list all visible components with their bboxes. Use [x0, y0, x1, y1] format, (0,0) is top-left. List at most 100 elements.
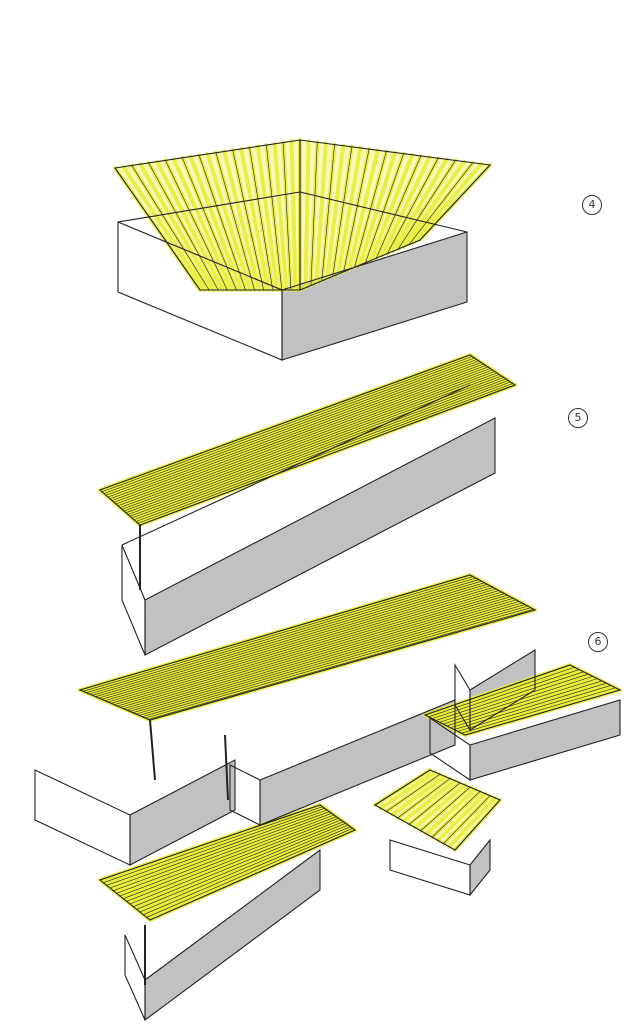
ink-linework	[34, 139, 622, 1022]
roof-4-left-batten	[148, 162, 219, 291]
roof-6-main-batten	[139, 604, 525, 716]
sketch-number-5: 5	[568, 408, 588, 428]
roof-6-front-batten	[146, 828, 353, 918]
roof-5-batten	[113, 365, 486, 503]
roof-4-left-batten	[215, 152, 255, 291]
roof-4-right-batten	[376, 155, 422, 259]
box-6b-right-wall-outline	[259, 699, 456, 826]
roof-4-right-batten	[354, 151, 387, 268]
roof-4-left-batten	[282, 142, 292, 291]
roof-4-right-stroke	[314, 141, 328, 286]
roof-6-pergola-batten	[409, 782, 461, 825]
roof-6-right-batten	[435, 671, 584, 721]
roof-6-right-batten	[457, 685, 611, 732]
roof-6-front-batten	[123, 816, 337, 899]
roof-4-right-stroke	[368, 152, 415, 263]
roof-4-left-stroke	[239, 146, 271, 292]
roof-6-main-batten	[98, 584, 488, 699]
roof-6-column	[149, 719, 156, 781]
roof-6-right-batten	[454, 682, 607, 730]
roof-6-pergola-batten	[420, 786, 471, 831]
roof-4-right-batten	[310, 142, 318, 286]
roof-6-main-batten	[95, 582, 485, 697]
roof-6-pergola-batten	[397, 778, 451, 819]
roof-6-pergola-stroke	[435, 791, 487, 843]
roof-5-outline	[98, 354, 517, 526]
roof-4-left-stroke	[171, 157, 234, 292]
roof-6-front-outline	[98, 804, 357, 921]
roof-4-left-batten	[198, 155, 246, 291]
box-4-right-wall	[282, 232, 467, 360]
roof-6-pergola-stroke	[401, 778, 457, 824]
roof-6-front-batten	[103, 806, 323, 883]
roof-4-right-stroke	[303, 139, 311, 290]
box-6e-right-wall	[470, 840, 490, 895]
roof-6-right-batten	[461, 687, 616, 734]
roof-6-main-batten	[83, 576, 473, 692]
roof-4-right-batten	[397, 160, 456, 250]
roof-6-main-outline	[78, 574, 537, 721]
roof-6-pergola-batten	[443, 795, 491, 844]
roof-4-left-stroke	[205, 152, 252, 292]
box-6d-right-wall-outline	[469, 699, 621, 781]
box-6f-right-wall-outline	[144, 848, 321, 1022]
roof-6-pergola-stroke	[413, 783, 467, 830]
roof-6-front-batten	[126, 818, 339, 902]
roof-6-main-batten	[89, 579, 479, 695]
roof-6-right-batten	[439, 673, 589, 723]
roof-6-right-batten	[432, 669, 580, 719]
box-5-right-wall	[145, 418, 495, 655]
box-6a-left-wall	[34, 769, 131, 866]
roof-6-main-batten	[120, 594, 508, 708]
roof-4-left-stroke	[255, 144, 280, 292]
roof-5-batten	[117, 368, 491, 507]
roof-5-batten	[115, 366, 489, 505]
roof-6-main-batten	[126, 598, 514, 711]
roof-6-main-batten	[92, 580, 482, 696]
roof-6-front-batten	[119, 814, 335, 897]
roof-6-right-batten	[446, 678, 598, 727]
box-4-back	[117, 191, 301, 223]
roof-5-batten	[127, 375, 502, 515]
roof-4-right-stroke	[390, 157, 449, 254]
roof-5-batten	[101, 356, 473, 493]
roof-5-batten	[129, 377, 504, 517]
roof-4-left-batten	[232, 150, 264, 291]
roof-4-right-batten	[365, 153, 404, 263]
roof-4-right-batten	[408, 162, 473, 245]
box-6f-left-wall	[124, 934, 146, 1021]
roof-4-left-stroke	[188, 154, 243, 292]
roof-5-batten	[105, 359, 477, 496]
box-6c-right-wall-outline	[469, 649, 536, 731]
roof-6-right-outline	[423, 664, 622, 736]
box-6f-right-wall	[145, 850, 320, 1020]
roof-6-front-batten	[116, 813, 332, 894]
roof-6-front-batten	[106, 808, 325, 886]
box-4-right-wall-outline	[281, 231, 468, 361]
roof-6-front-batten	[133, 821, 344, 907]
roof-6-main-batten	[117, 593, 505, 707]
roof-5-batten	[135, 381, 511, 522]
roof-5-batten	[103, 357, 475, 494]
roof-6-pergola-stroke	[378, 770, 437, 811]
box-5-left-wall	[121, 544, 146, 656]
roof-6-main-batten	[129, 599, 517, 712]
roof-6-column	[224, 734, 229, 801]
roof-6-main-batten	[104, 587, 494, 701]
roof-4-right-batten	[321, 144, 335, 281]
roof-6-pergola-stroke	[447, 795, 497, 849]
roof-6-front-batten	[113, 811, 330, 891]
roof-6-main-batten	[101, 585, 491, 700]
roof-4-right-stroke	[412, 161, 484, 245]
roof-6-front-batten	[129, 819, 342, 905]
roof-6-main-batten	[123, 596, 511, 709]
roof-6-main-batten	[148, 608, 534, 720]
roof-6-pergola-batten	[386, 774, 441, 812]
box-6e-right-wall-outline	[469, 838, 491, 897]
roof-6-front-batten	[143, 826, 351, 915]
roof-4-right-stroke	[379, 155, 432, 258]
roof-6-pergola-batten	[431, 791, 481, 838]
roof-5-batten	[125, 374, 500, 514]
roof-4-right-stroke	[401, 159, 467, 249]
